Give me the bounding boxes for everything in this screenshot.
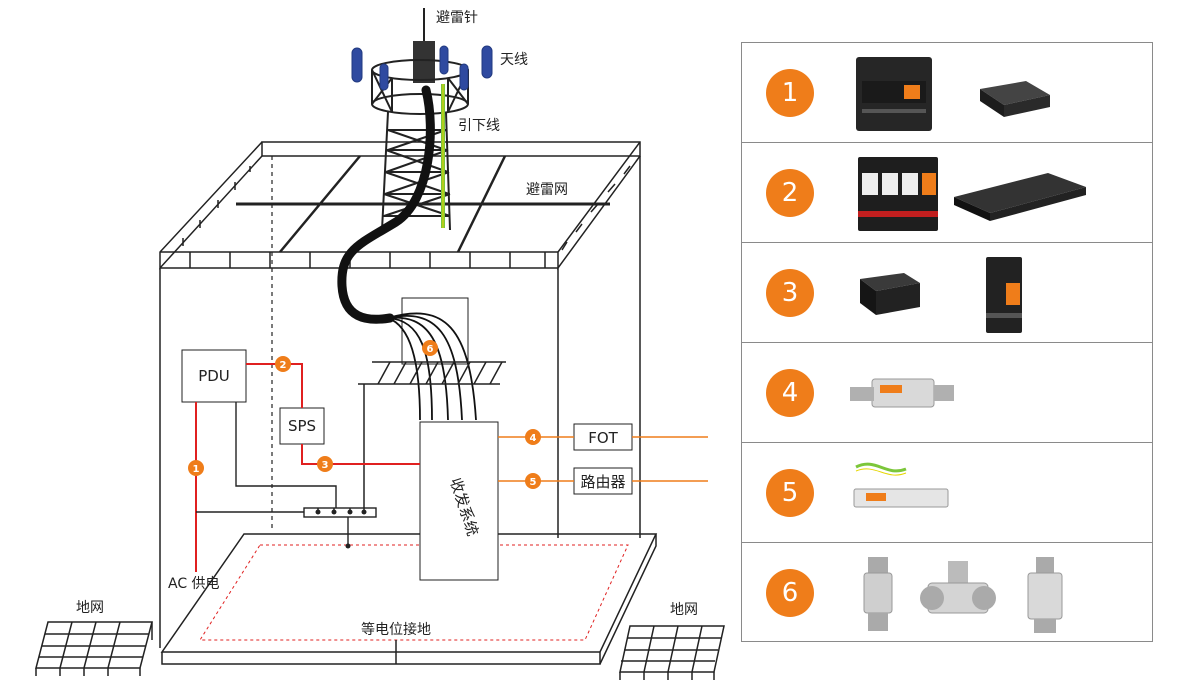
- antenna-label: 天线: [500, 52, 528, 68]
- ground-grid-left-label: 地网: [76, 600, 104, 616]
- pdu-box: [181, 349, 247, 403]
- product-legend: 1 2 3: [741, 42, 1153, 642]
- surge-protector-4pole: [858, 157, 938, 231]
- floor-slab: [160, 533, 658, 665]
- lightning-protection-diagram: 地网 地网 等电位接地: [35, 8, 725, 680]
- marker-3-text: 3: [322, 460, 329, 471]
- tower: [371, 8, 469, 231]
- feeder-cable: [337, 85, 435, 324]
- transceiver-box: [419, 421, 499, 581]
- legend-badge-5: 5: [766, 469, 814, 517]
- ground-grid-right-label: 地网: [670, 602, 698, 618]
- marker-6: [422, 340, 438, 356]
- ground-grid-right: [619, 625, 725, 680]
- marker-4: [525, 429, 541, 445]
- marker-2-text: 2: [280, 360, 287, 371]
- marker-2: [275, 356, 291, 372]
- lightning-mesh-label: 避雷网: [526, 182, 568, 198]
- legend-row-3: 3: [742, 243, 1152, 343]
- legend-badge-3: 3: [766, 269, 814, 317]
- marker-6-text: 6: [427, 344, 434, 355]
- surge-protector-slim-din: [986, 257, 1022, 333]
- sps-label: SPS: [288, 417, 316, 435]
- legend-badge-6: 6: [766, 569, 814, 617]
- surge-protector-pcb-module: [980, 81, 1050, 117]
- legend-badge-2: 2: [766, 169, 814, 217]
- pdu-label: PDU: [198, 367, 230, 385]
- antenna-array: [351, 45, 493, 91]
- router-label: 路由器: [580, 473, 625, 491]
- busbar-terminals: [315, 509, 367, 549]
- lightning-rod-label: 避雷针: [436, 10, 478, 26]
- fanout-cables: [387, 297, 477, 421]
- marker-3: [317, 456, 333, 472]
- fot-box: [573, 423, 633, 451]
- legend-row-6: 6: [742, 543, 1152, 643]
- legend-row-2: 2: [742, 143, 1152, 243]
- rf-surge-protector-straight: [863, 557, 893, 631]
- cable-tray: [358, 361, 506, 508]
- marker-5: [525, 473, 541, 489]
- router-box: [573, 467, 633, 495]
- legend-badge-1: 1: [766, 69, 814, 117]
- rf-surge-protector-tee: [920, 561, 996, 614]
- signal-surge-protector: [853, 462, 949, 508]
- coaxial-surge-protector: [850, 378, 954, 408]
- legend-badge-4: 4: [766, 369, 814, 417]
- marker-1: [188, 460, 204, 476]
- marker-4-text: 4: [530, 433, 537, 444]
- ground-grid-left: [35, 621, 153, 676]
- power-lines: [195, 363, 420, 572]
- ac-supply-label: AC 供电: [168, 576, 220, 592]
- legend-row-4: 4: [742, 343, 1152, 443]
- legend-row-1: 1: [742, 43, 1152, 143]
- surge-protector-din-module: [856, 57, 932, 131]
- rf-surge-protector-bulkhead: [1027, 557, 1063, 633]
- surge-protector-bar-module: [954, 173, 1086, 221]
- marker-5-text: 5: [530, 477, 537, 488]
- fot-label: FOT: [588, 429, 618, 447]
- legend-row-5: 5: [742, 443, 1152, 543]
- down-conductor-label: 引下线: [458, 118, 500, 134]
- surge-protector-compact: [860, 273, 920, 315]
- equipotential-label: 等电位接地: [361, 621, 431, 638]
- marker-1-text: 1: [193, 464, 200, 475]
